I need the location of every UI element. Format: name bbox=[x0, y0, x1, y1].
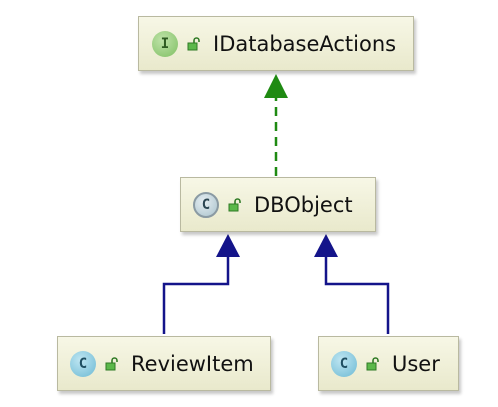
node-idatabaseactions[interactable]: I IDatabaseActions bbox=[138, 16, 414, 71]
unlocked-padlock-icon bbox=[366, 356, 379, 370]
edge-reviewitem-extends-dbobject bbox=[162, 256, 230, 334]
class-icon: C bbox=[70, 350, 96, 377]
unlocked-padlock-icon bbox=[228, 197, 241, 211]
unlocked-padlock-icon bbox=[187, 36, 200, 50]
node-reviewitem[interactable]: C ReviewItem bbox=[57, 336, 271, 391]
unlocked-padlock-icon bbox=[105, 356, 118, 370]
node-label: DBObject bbox=[254, 192, 353, 217]
class-icon: C bbox=[331, 350, 357, 377]
interface-icon: I bbox=[152, 30, 178, 57]
arrowhead-implements bbox=[264, 74, 288, 98]
node-label: IDatabaseActions bbox=[213, 31, 397, 56]
node-user[interactable]: C User bbox=[318, 336, 459, 391]
node-label: ReviewItem bbox=[131, 351, 254, 376]
arrowhead-reviewitem-extends bbox=[216, 234, 240, 257]
node-dbobject[interactable]: C DBObject bbox=[180, 177, 376, 232]
abstract-class-icon: C bbox=[193, 191, 219, 218]
arrowhead-user-extends bbox=[314, 234, 338, 257]
edge-user-extends-dbobject bbox=[324, 256, 390, 334]
node-label: User bbox=[392, 351, 440, 376]
